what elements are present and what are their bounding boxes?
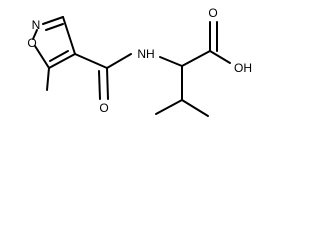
bond-carbonyl-nh bbox=[106, 53, 132, 69]
acid-carbonyl-oxygen-label: O bbox=[208, 6, 217, 20]
amide-group bbox=[74, 53, 132, 100]
bond-c5-o1 bbox=[34, 45, 50, 69]
bond-ring-carbonyl bbox=[74, 53, 108, 69]
bond-c3-c4 bbox=[62, 16, 76, 55]
bond-cbeta-methyl-left bbox=[155, 99, 183, 115]
isoxazole-ring bbox=[32, 16, 76, 69]
bond-cbeta-methyl-right bbox=[181, 99, 209, 117]
acid-hydroxyl-label: OH bbox=[234, 61, 252, 75]
bond-n-c3-double bbox=[45, 23, 64, 31]
amide-oxygen-label: O bbox=[99, 101, 108, 115]
ring-oxygen-label: O bbox=[27, 36, 36, 50]
bond-o1-n2 bbox=[32, 29, 38, 40]
chemical-structure: N O NH O O OH bbox=[27, 6, 252, 117]
bond-c4-c5-double bbox=[49, 50, 69, 62]
bond-carbonyl-o bbox=[106, 67, 109, 100]
ring-nitrogen-label: N bbox=[32, 18, 41, 32]
amide-nitrogen-label: NH bbox=[137, 47, 154, 61]
bond-c4-c5 bbox=[48, 53, 76, 69]
bond-cacid-oh bbox=[209, 50, 231, 64]
bond-methyl-ring bbox=[46, 67, 50, 91]
bond-n-c3 bbox=[42, 16, 64, 25]
bond-carbonyl-o-double bbox=[98, 70, 101, 100]
valine-backbone bbox=[155, 21, 231, 117]
bond-calpha-cacid bbox=[181, 50, 211, 67]
bond-nh-calpha bbox=[159, 56, 183, 67]
